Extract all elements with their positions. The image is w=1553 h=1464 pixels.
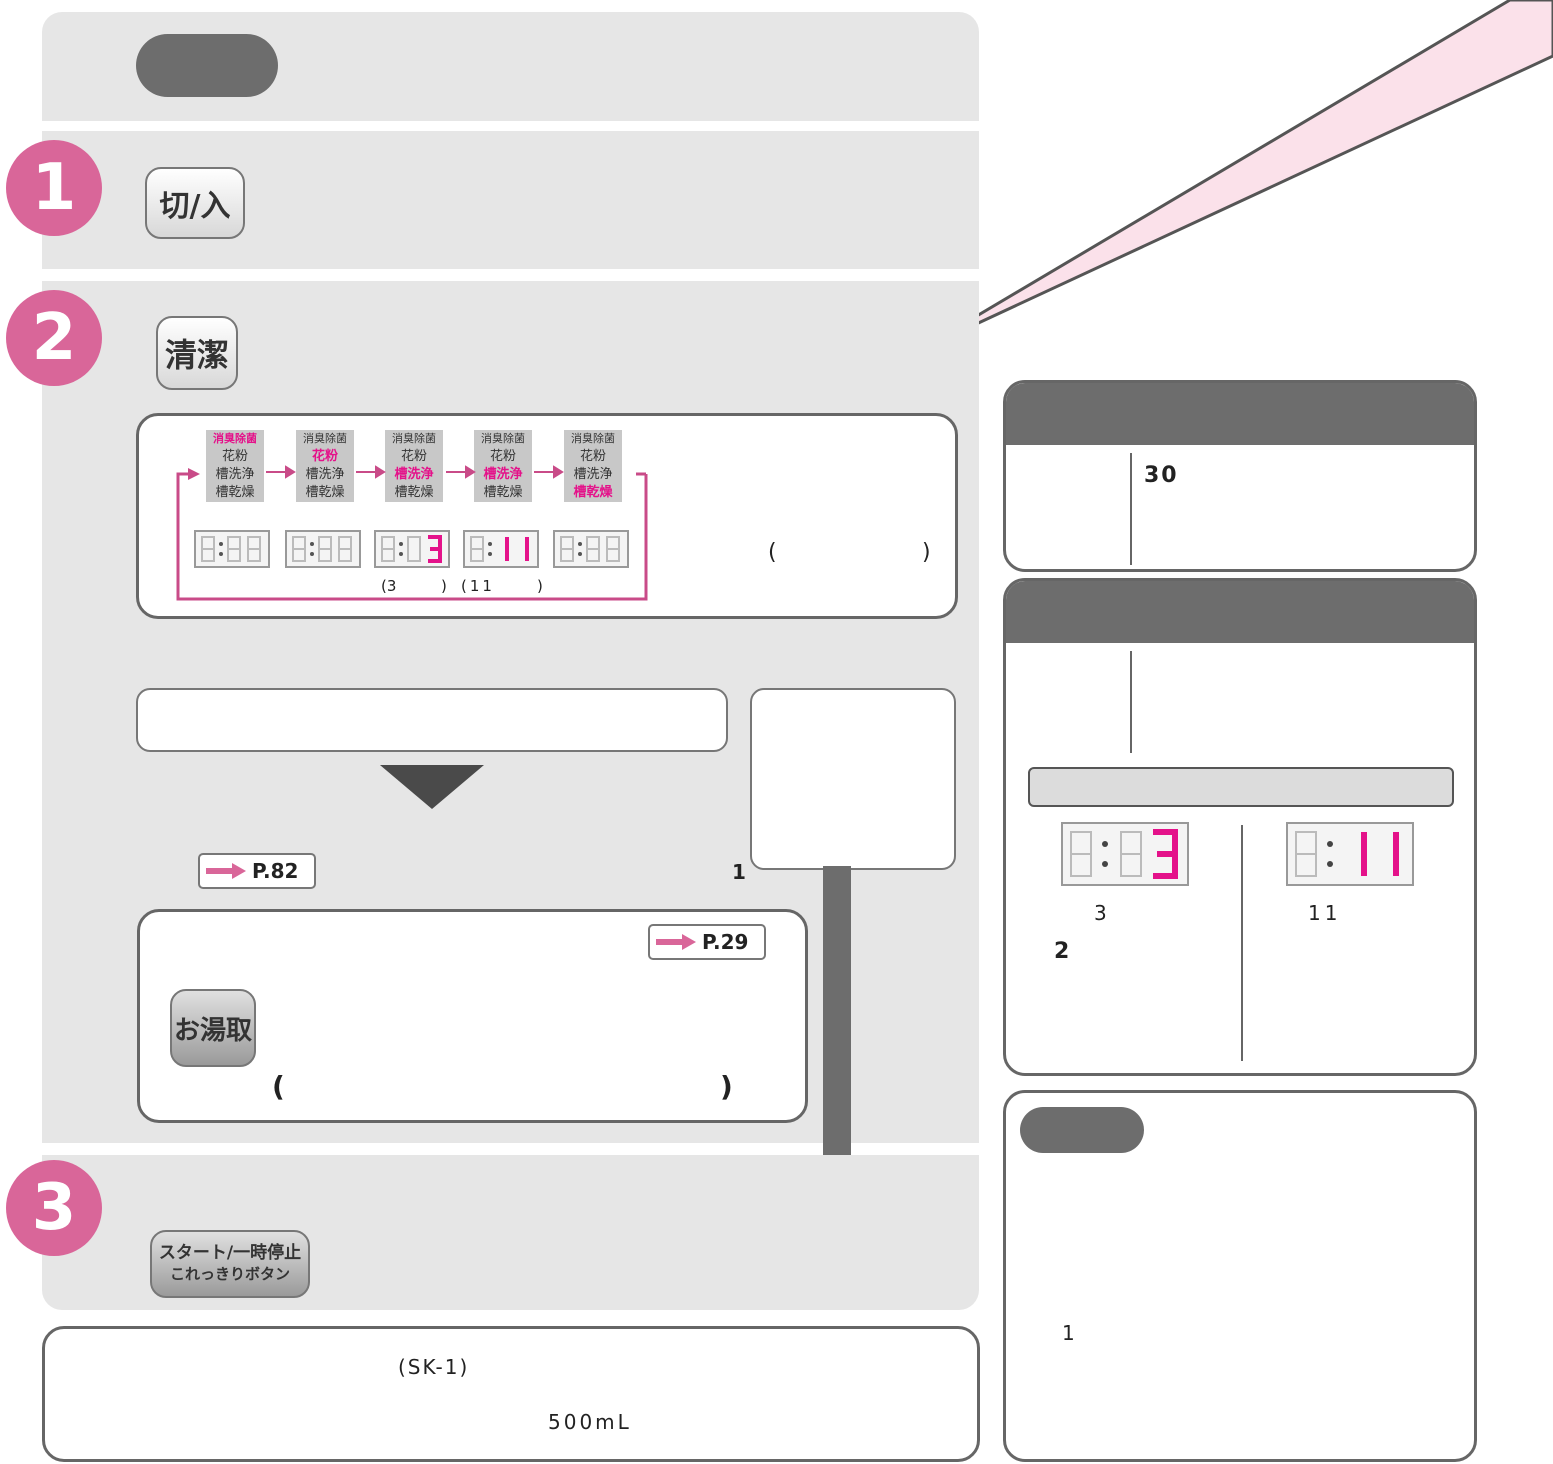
flow-box — [136, 688, 728, 752]
callout-wedge — [915, 0, 1553, 354]
side-note-box — [750, 688, 956, 870]
mode-label: 花粉 — [400, 449, 427, 464]
hot-water-button[interactable]: お湯取 — [170, 989, 256, 1067]
start-pause-sublabel: これっきりボタン — [169, 1265, 290, 1283]
paren-open: ( — [272, 1070, 285, 1103]
product-code: (SK-1) — [398, 1355, 470, 1379]
info-card-3: 1 — [1003, 1090, 1477, 1462]
bottom-note-box — [42, 1326, 980, 1462]
mode-label: 槽洗浄 — [305, 467, 345, 482]
card-header — [1006, 383, 1474, 445]
mode-column-1: 消臭除菌 花粉 槽洗浄 槽乾燥 — [206, 430, 264, 502]
header-title-pill — [136, 34, 278, 97]
paren-close: ) — [922, 540, 931, 565]
mode-label: 消臭除菌 — [392, 432, 436, 445]
mode-label: 槽乾燥 — [394, 485, 434, 500]
mode-label: 花粉 — [579, 449, 606, 464]
step-number-1: 1 — [6, 140, 102, 236]
card-title-pill — [1020, 1107, 1144, 1153]
mode-label: 槽乾燥 — [215, 485, 255, 500]
card-header — [1006, 581, 1474, 643]
mode-label: 花粉 — [489, 449, 516, 464]
value-three: 3 — [1094, 901, 1107, 925]
note-11-close: ) — [537, 577, 543, 595]
value-eleven: 11 — [1308, 901, 1342, 925]
start-pause-label: スタート/一時停止 — [158, 1243, 302, 1263]
note-11-open: (11 — [461, 577, 495, 595]
value-thirty: 30 — [1144, 463, 1179, 488]
start-pause-button[interactable]: スタート/一時停止 これっきりボタン — [150, 1230, 310, 1298]
clean-button[interactable]: 清潔 — [156, 316, 238, 390]
mode-label: 消臭除菌 — [303, 432, 347, 445]
power-button[interactable]: 切/入 — [145, 167, 245, 239]
segment-display — [553, 530, 629, 568]
arrow-right-icon — [206, 863, 246, 879]
mode-label: 槽乾燥 — [305, 485, 345, 500]
number-one: 1 — [732, 860, 746, 884]
segment-display — [285, 530, 361, 568]
volume: 500mL — [548, 1410, 632, 1434]
mode-label: 花粉 — [221, 449, 248, 464]
mode-label: 槽洗浄 — [215, 467, 255, 482]
note-3-open: (3 — [381, 577, 397, 595]
ref-link-p82[interactable]: P.82 — [198, 853, 316, 889]
down-triangle-icon — [380, 765, 484, 809]
divider — [1130, 651, 1132, 753]
segment-display-11-large — [1286, 822, 1414, 886]
segment-display — [194, 530, 270, 568]
ref-label: P.29 — [702, 930, 749, 954]
mode-label: 花粉 — [311, 449, 338, 464]
mode-cycle-box — [136, 413, 958, 619]
gray-bar — [1028, 767, 1454, 807]
segment-display-11 — [463, 530, 539, 568]
mode-label: 槽洗浄 — [573, 467, 613, 482]
number-one: 1 — [1062, 1321, 1075, 1345]
mode-label: 消臭除菌 — [213, 432, 257, 445]
info-card-1: 30 — [1003, 380, 1477, 572]
step-number-2: 2 — [6, 290, 102, 386]
paren-open: ( — [768, 540, 777, 565]
value-two: 2 — [1054, 939, 1070, 964]
step-number-3: 3 — [6, 1160, 102, 1256]
paren-close: ) — [720, 1070, 733, 1103]
mode-label: 槽洗浄 — [394, 467, 434, 482]
mode-label: 消臭除菌 — [481, 432, 525, 445]
note-3-close: ) — [441, 577, 447, 595]
mode-column-4: 消臭除菌 花粉 槽洗浄 槽乾燥 — [474, 430, 532, 502]
cycle-loop-line — [176, 468, 648, 601]
mode-label: 槽乾燥 — [483, 485, 523, 500]
ref-label: P.82 — [252, 859, 299, 883]
ref-link-p29[interactable]: P.29 — [648, 924, 766, 960]
segment-display-3-large — [1061, 822, 1189, 886]
mode-column-2: 消臭除菌 花粉 槽洗浄 槽乾燥 — [296, 430, 354, 502]
mode-label: 消臭除菌 — [571, 432, 615, 445]
mode-column-3: 消臭除菌 花粉 槽洗浄 槽乾燥 — [385, 430, 443, 502]
segment-display-3 — [374, 530, 450, 568]
mode-label: 槽乾燥 — [573, 485, 613, 500]
mode-column-5: 消臭除菌 花粉 槽洗浄 槽乾燥 — [564, 430, 622, 502]
divider — [1241, 825, 1243, 1061]
divider — [1130, 453, 1132, 565]
arrow-right-icon — [656, 934, 696, 950]
mode-label: 槽洗浄 — [483, 467, 523, 482]
mode-arrows — [266, 465, 564, 479]
